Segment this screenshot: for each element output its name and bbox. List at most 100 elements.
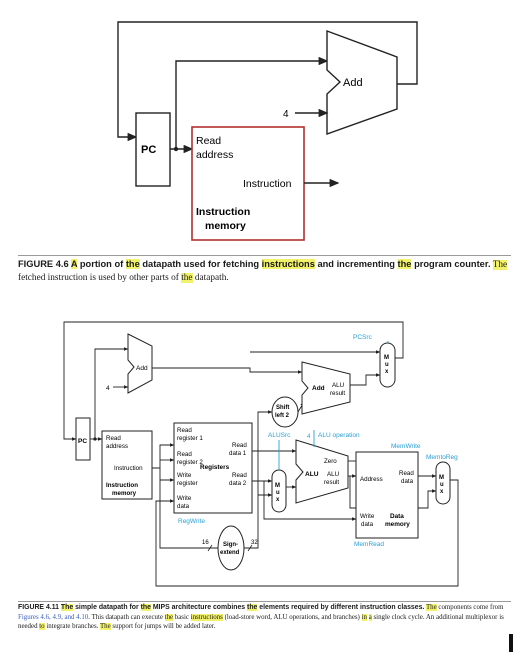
pc-feedback-wire xyxy=(117,21,418,142)
caption-segment: fetched instruction is used by other par… xyxy=(18,273,182,284)
f2-sign-1: Sign- xyxy=(223,542,238,548)
f2-dmem-write-b: data xyxy=(361,521,374,528)
f2-sign-extend xyxy=(217,525,245,571)
caption-segment: datapath. xyxy=(192,273,229,284)
f2-alusrc-mux-m: M xyxy=(275,483,280,489)
f2-register-file xyxy=(173,422,253,514)
figure-4-6-caption: FIGURE 4.6 A portion of the datapath use… xyxy=(18,258,511,286)
f2-branch-alu-2: result xyxy=(330,390,345,397)
f2-bits-32: 32 xyxy=(251,540,258,546)
caption-segment: to xyxy=(39,623,45,631)
f2-reg-rd2-a: Read xyxy=(232,472,247,479)
f2-pc-adder-out xyxy=(152,367,303,374)
f2-reg-wr-a: Write xyxy=(177,472,192,479)
f2-alu-label: ALU xyxy=(305,471,319,478)
caption-segment: the xyxy=(181,273,193,284)
f2-dmem-write-a: Write xyxy=(360,513,375,520)
caption-segment: instructions xyxy=(190,613,223,621)
f2-slash-16 xyxy=(207,544,213,552)
f2-signext-out xyxy=(244,493,273,549)
figure-4-6-diagram: PC Add 4 Read address Instruction Instru… xyxy=(117,21,418,241)
caption-segment: portion of xyxy=(77,259,126,269)
f2-four-label: 4 xyxy=(106,385,110,392)
f2-branch-alu-1: ALU xyxy=(332,382,344,389)
figure-4-11-caption-bold: The simple datapath for the MIPS archite… xyxy=(59,604,424,611)
f2-pc-loop-wire xyxy=(63,321,404,441)
f2-reg-rr1-b: register 1 xyxy=(177,435,203,442)
f2-reg-rr1-a: Read xyxy=(177,427,192,434)
f2-instruction-memory xyxy=(101,430,153,500)
instruction-memory xyxy=(191,126,305,241)
figure-4-6-caption-text: The fetched instruction is used by other… xyxy=(18,260,508,284)
f2-writeback xyxy=(155,479,459,587)
caption-segment: the xyxy=(125,259,140,269)
f2-dmem-title-1: Data xyxy=(390,513,404,520)
f2-memwrite-label: MemWrite xyxy=(391,443,421,450)
f2-pc-junction xyxy=(93,437,97,441)
f2-memtoreg-mux-m: M xyxy=(439,475,444,481)
imem-title-line2: memory xyxy=(205,220,246,232)
figure-4-6-rule xyxy=(18,255,511,256)
caption-segment: The xyxy=(425,604,437,611)
f2-aluop-num: 4 xyxy=(307,433,311,440)
f2-reg-rd1-a: Read xyxy=(232,442,247,449)
pc-to-adder-wire xyxy=(175,56,329,149)
pc-label: PC xyxy=(141,144,156,156)
caption-segment: a xyxy=(368,613,372,621)
read-address-line1: Read xyxy=(196,135,221,147)
f2-sign-2: extend xyxy=(220,550,240,556)
f2-imem-title-2: memory xyxy=(112,490,137,497)
f2-alu-res-2: result xyxy=(324,479,339,486)
f2-reg-wd-b: data xyxy=(177,503,190,510)
f2-pcsrc-mux-x: x xyxy=(385,369,389,375)
pc-adder-label: Add xyxy=(343,77,363,89)
f2-dmem-read-b: data xyxy=(401,478,414,485)
f2-pc-adder xyxy=(127,333,153,394)
f2-alusrc-mux-x: x xyxy=(276,497,280,503)
f2-reg-rr2-b: register 2 xyxy=(177,459,203,466)
f2-pcsrc-mux-m: M xyxy=(384,355,389,361)
caption-segment: The xyxy=(99,623,111,631)
caption-segment: (load-store word, ALU operations, and br… xyxy=(222,613,362,621)
f2-readdata2-to-mem xyxy=(263,481,357,521)
f2-alusrc-mux-u: u xyxy=(276,490,280,496)
f2-alusrc-label: ALUSrc xyxy=(268,432,291,439)
f2-slash-32 xyxy=(247,544,253,552)
f2-imem-title-1: Instruction xyxy=(106,482,138,489)
f2-memtoreg-label: MemtoReg xyxy=(426,454,458,461)
f2-dmem-title-2: memory xyxy=(385,521,410,528)
caption-segment: elements required by different instructi… xyxy=(257,604,425,611)
f2-reg-wd-a: Write xyxy=(177,495,192,502)
f2-memtoreg-mux-u: u xyxy=(440,482,444,488)
caption-segment: instructions xyxy=(261,259,315,269)
caption-segment: The xyxy=(492,260,508,270)
caption-segment: the xyxy=(397,259,412,269)
f2-memread-label: MemRead xyxy=(354,541,384,548)
f2-alu-bypass xyxy=(349,476,437,509)
f2-pc-adder-label: Add xyxy=(136,365,148,372)
f2-pc-register xyxy=(75,417,91,461)
f2-dmem-read-a: Read xyxy=(399,470,414,477)
imem-title-line1: Instruction xyxy=(196,206,250,218)
caption-segment: the xyxy=(164,613,174,621)
figure-4-6-caption-bold: A portion of the datapath used for fetch… xyxy=(69,259,491,269)
caption-segment: . This datapath can execute xyxy=(88,613,165,621)
figure-4-11-caption-text: The components come from Figures 4.6, 4.… xyxy=(18,604,504,631)
figure-4-11-diagram: PC Add 4 Add ALU result M u x PCSrc Shif… xyxy=(63,321,459,587)
const-4-label: 4 xyxy=(283,109,289,120)
f2-reg-rr2-a: Read xyxy=(177,451,192,458)
caption-segment: in xyxy=(361,613,367,621)
f2-branch-adder xyxy=(301,361,351,415)
f2-imem-read: Read xyxy=(106,435,121,442)
f2-bits-16: 16 xyxy=(202,540,209,546)
f2-main-alu xyxy=(295,439,349,504)
f2-aluop-label: ALU operation xyxy=(318,432,360,439)
f2-reg-title: Registers xyxy=(200,464,230,471)
caption-segment: integrate branches. xyxy=(44,623,100,631)
f2-reg-wr-b: register xyxy=(177,480,198,487)
caption-segment: The xyxy=(60,604,74,611)
f2-pcsrc-mux xyxy=(379,342,396,388)
f2-shift-left-2 xyxy=(271,396,299,428)
f2-branch-out xyxy=(350,373,381,386)
f2-regwrite-label: RegWrite xyxy=(178,518,205,525)
